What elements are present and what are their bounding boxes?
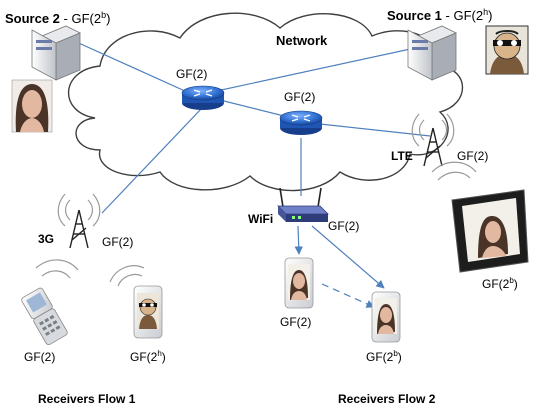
signal-waves-icon (57, 193, 101, 227)
3g-tower[interactable] (57, 193, 101, 249)
router-2-label: GF(2) (284, 90, 315, 104)
router-arrows-icon (291, 114, 311, 122)
signal-waves-icon (109, 265, 145, 287)
source-2-label: Source 2 - GF(2b) (5, 10, 110, 26)
link-router2-lte (319, 123, 431, 137)
smartphone-masked-label: GF(2h) (130, 349, 166, 364)
link-source2-router1 (71, 39, 197, 97)
signal-waves-icon (431, 161, 477, 181)
router-1[interactable] (181, 85, 225, 110)
smartphone-b-device[interactable] (371, 291, 401, 343)
source-1-label: Source 1 - GF(2h) (387, 7, 492, 23)
source-2-portrait (11, 79, 53, 133)
tablet-device[interactable] (431, 161, 529, 273)
drive-bay-icon (36, 47, 52, 50)
drive-bay-icon (412, 47, 428, 50)
wifi-antenna-icon (317, 187, 322, 208)
flip-phone-device[interactable] (21, 259, 79, 346)
status-light-icon (298, 216, 301, 219)
3g-label: 3G (38, 232, 54, 246)
dashed-arrow-phone-a-to-b (321, 283, 375, 308)
flip-phone-label: GF(2) (24, 350, 55, 364)
antenna-icon (69, 209, 89, 249)
smartphone-a-label: GF(2) (280, 315, 311, 329)
smartphone-b-label: GF(2b) (366, 349, 402, 364)
wifi-antenna-icon (279, 187, 284, 208)
tablet-field-label: GF(2b) (482, 276, 518, 291)
network-label: Network (276, 33, 328, 48)
receivers-flow-1-label: Receivers Flow 1 (38, 392, 136, 406)
antenna-icon (423, 127, 443, 167)
lte-tower[interactable] (411, 113, 455, 167)
smartphone-masked-device[interactable] (109, 265, 163, 339)
wifi-field-label: GF(2) (328, 219, 359, 233)
link-source1-router1 (211, 47, 416, 93)
smartphone-a-device[interactable] (284, 257, 314, 309)
router-2[interactable] (279, 110, 323, 135)
lte-field-label: GF(2) (457, 149, 488, 163)
drive-bay-icon (36, 40, 52, 43)
wifi-arrow-phone-a (294, 225, 303, 255)
server-source-2[interactable] (31, 25, 81, 81)
lte-label: LTE (391, 149, 413, 163)
wifi-label: WiFi (248, 212, 273, 226)
router-1-label: GF(2) (176, 67, 207, 81)
masked-avatar (485, 25, 529, 75)
server-source-1[interactable] (407, 25, 457, 81)
network-cloud: Network (67, 12, 464, 192)
wifi-arrow-phone-b (311, 225, 385, 289)
status-light-icon (292, 216, 295, 219)
drive-bay-icon (412, 40, 428, 43)
signal-waves-icon (35, 259, 79, 279)
wifi-router[interactable] (277, 187, 329, 222)
signal-waves-icon (411, 113, 455, 147)
router-arrows-icon (193, 89, 213, 97)
3g-field-label: GF(2) (102, 235, 133, 249)
link-router1-3g (101, 107, 203, 214)
receivers-flow-2-label: Receivers Flow 2 (338, 392, 436, 406)
